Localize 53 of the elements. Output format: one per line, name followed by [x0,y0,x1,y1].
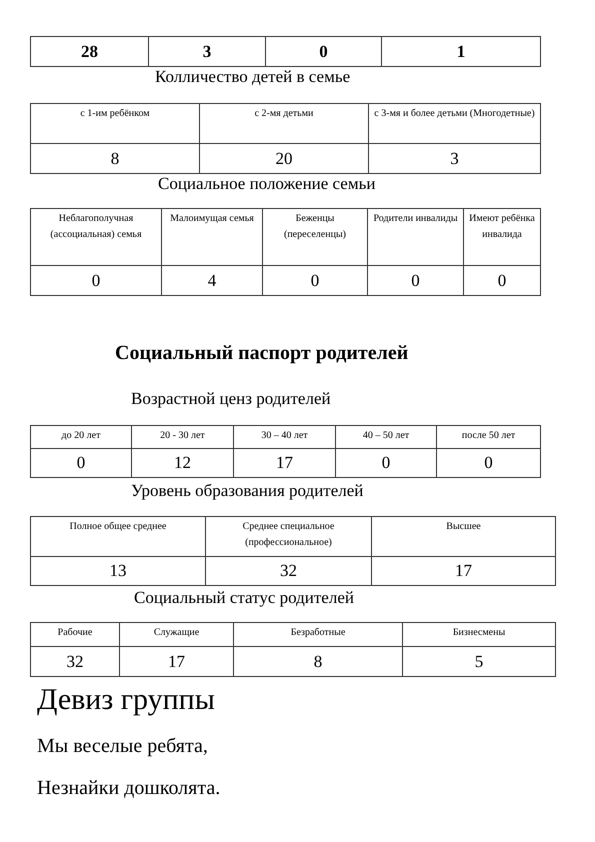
motto-heading: Девиз группы [37,683,215,717]
column-header: Бизнесмены [402,622,556,646]
value-cell: 4 [162,266,262,296]
column-header: Неблагополучная (ассоциальная) семья [30,208,162,266]
value-cell: 17 [234,448,336,478]
column-header: Высшее [372,516,556,556]
value-cell: 20 [200,144,368,174]
section-heading: Социальное положение семьи [158,174,376,194]
section-heading: Колличество детей в семье [155,67,350,87]
value-cell: 0 [368,266,464,296]
section-heading: Социальный статус родителей [134,588,354,608]
column-header: Служащие [120,622,234,646]
value-cell: 3 [368,144,540,174]
value-cell: 32 [206,556,372,586]
value-cell: 1 [382,36,540,66]
value-cell: 0 [464,266,540,296]
column-header: Полное общее среднее [30,516,206,556]
value-cell: 5 [402,646,556,676]
value-cell: 0 [336,448,436,478]
column-header: Малоимущая семья [162,208,262,266]
value-cell: 17 [372,556,556,586]
value-cell: 13 [30,556,206,586]
column-header: 20 - 30 лет [132,426,234,448]
value-cell: 8 [234,646,402,676]
column-header: до 20 лет [30,426,132,448]
column-header: Беженцы (переселенцы) [262,208,368,266]
column-header: Имеют ребёнка инвалида [464,208,540,266]
value-cell: 28 [30,36,148,66]
value-cell: 8 [30,144,200,174]
column-header: Среднее специальное (профессиональное) [206,516,372,556]
value-cell: 0 [30,266,162,296]
column-header: Безработные [234,622,402,646]
value-cell: 17 [120,646,234,676]
value-cell: 32 [30,646,120,676]
column-header: 40 – 50 лет [336,426,436,448]
section-heading: Уровень образования родителей [131,481,364,501]
value-cell: 0 [262,266,368,296]
column-header: 30 – 40 лет [234,426,336,448]
page-heading: Социальный паспорт родителей [115,342,408,365]
value-cell: 0 [266,36,382,66]
value-cell: 3 [148,36,266,66]
column-header: Рабочие [30,622,120,646]
column-header: с 1-им ребёнком [30,104,200,144]
column-header: после 50 лет [436,426,540,448]
section-heading: Возрастной ценз родителей [131,389,331,409]
motto-line: Незнайки дошколята. [37,777,220,800]
value-cell: 0 [30,448,132,478]
column-header: с 3-мя и более детьми (Многодетные) [368,104,540,144]
value-cell: 0 [436,448,540,478]
column-header: с 2-мя детьми [200,104,368,144]
column-header: Родители инвалиды [368,208,464,266]
motto-line: Мы веселые ребята, [37,735,208,758]
value-cell: 12 [132,448,234,478]
